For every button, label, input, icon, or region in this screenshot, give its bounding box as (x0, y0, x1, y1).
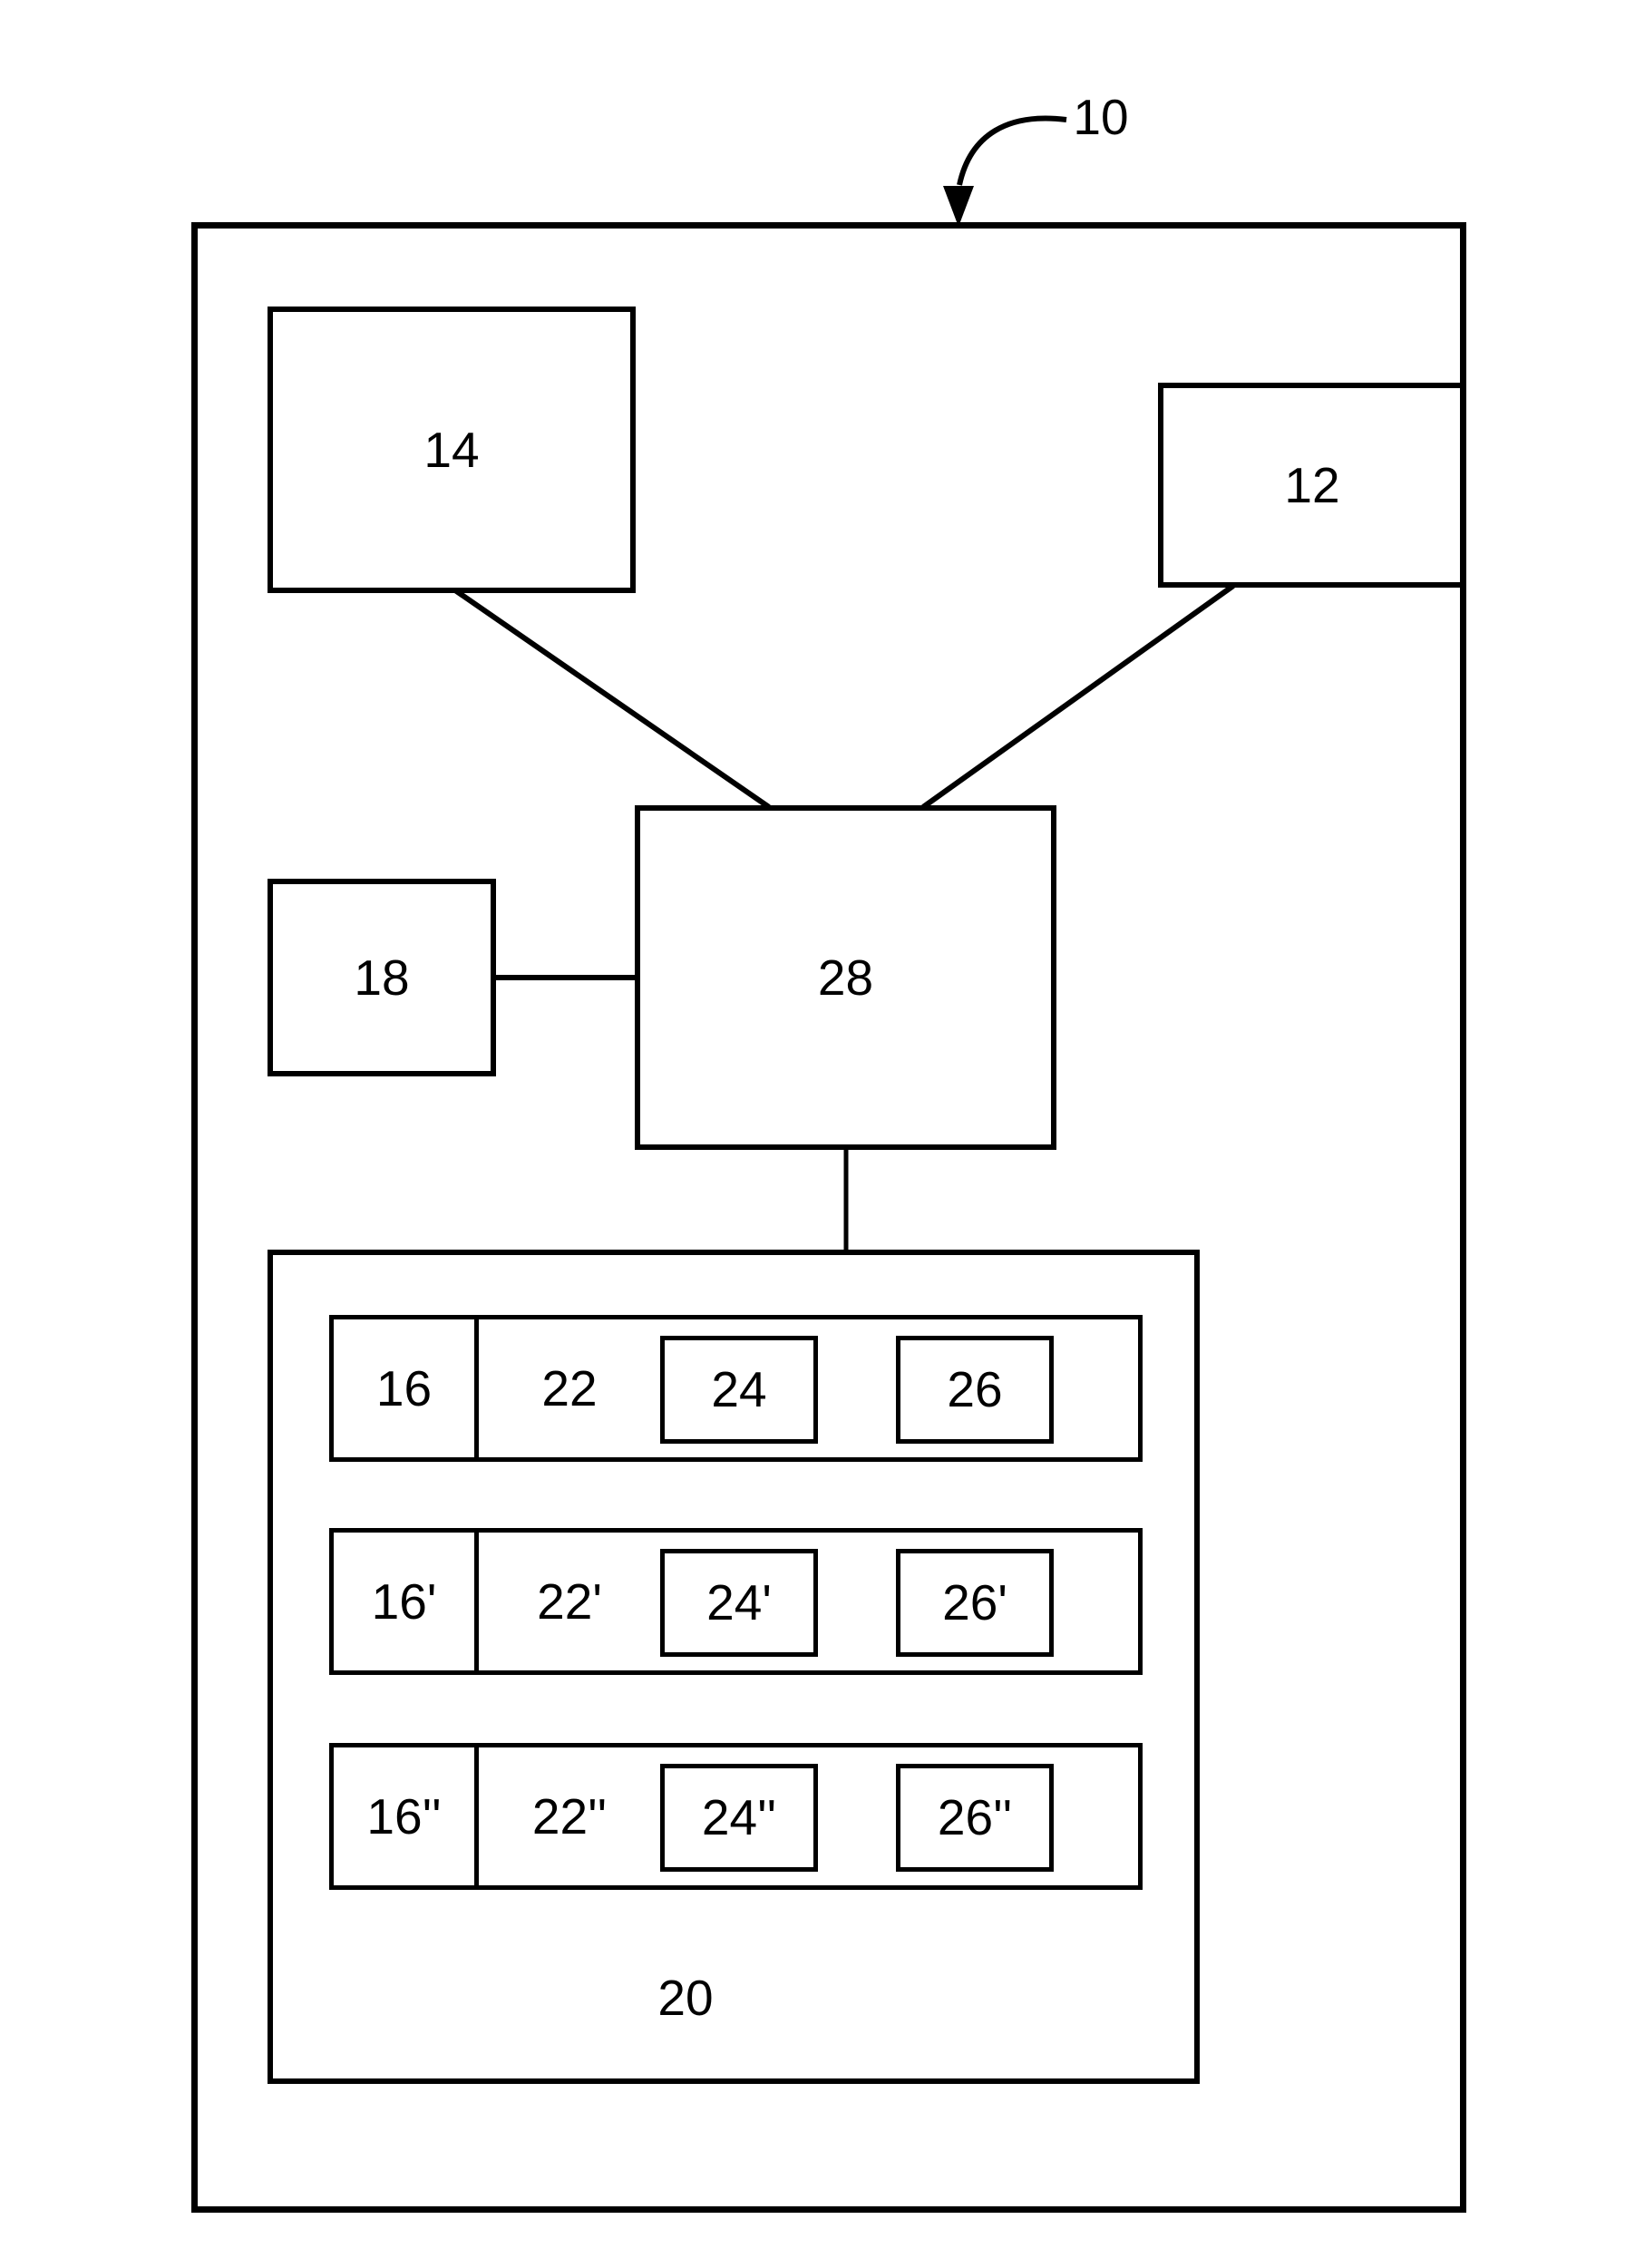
box-24-double-prime-label: 24'' (701, 1789, 777, 1845)
box-24-prime: 24' (660, 1549, 818, 1657)
cell-16: 16 (334, 1319, 479, 1457)
record-row-3: 16'' 22'' 24'' 26'' (329, 1743, 1143, 1890)
box-28: 28 (635, 805, 1056, 1150)
box-24-prime-label: 24' (706, 1574, 772, 1630)
cell-16-prime-label: 16' (371, 1572, 437, 1630)
reference-label-10: 10 (1073, 89, 1129, 145)
box-26-prime-label: 26' (942, 1574, 1007, 1630)
cell-22-double-prime-label: 22'' (531, 1787, 608, 1845)
box-12-label: 12 (1284, 456, 1340, 513)
cell-22-prime: 22' (479, 1533, 660, 1670)
box-26-double-prime-label: 26'' (937, 1789, 1013, 1845)
box-28-label: 28 (817, 949, 874, 1006)
box-24: 24 (660, 1336, 818, 1444)
box-12: 12 (1158, 383, 1466, 588)
box-14: 14 (268, 307, 636, 593)
record-row-2: 16' 22' 24' 26' (329, 1528, 1143, 1675)
reference-arrow-icon (943, 115, 1067, 227)
cell-22-label: 22 (541, 1359, 598, 1416)
container-box-20: 16 22 24 26 16' 22' 24' 26' (268, 1250, 1200, 2084)
box-18: 18 (268, 879, 496, 1076)
cell-16-prime: 16' (334, 1533, 479, 1670)
box-24-double-prime: 24'' (660, 1764, 818, 1872)
box-26-double-prime: 26'' (896, 1764, 1054, 1872)
box-18-label: 18 (354, 949, 410, 1006)
record-row-1: 16 22 24 26 (329, 1315, 1143, 1462)
cell-16-double-prime: 16'' (334, 1747, 479, 1885)
box-26: 26 (896, 1336, 1054, 1444)
cell-16-label: 16 (375, 1359, 433, 1416)
box-20-label: 20 (657, 1970, 714, 2026)
cell-22-double-prime: 22'' (479, 1747, 660, 1885)
box-26-label: 26 (947, 1361, 1003, 1417)
box-24-label: 24 (711, 1361, 767, 1417)
box-14-label: 14 (423, 421, 480, 478)
cell-16-double-prime-label: 16'' (366, 1787, 442, 1845)
cell-22-prime-label: 22' (537, 1572, 602, 1630)
system-frame-box (191, 222, 1466, 2213)
cell-22: 22 (479, 1319, 660, 1457)
box-26-prime: 26' (896, 1549, 1054, 1657)
